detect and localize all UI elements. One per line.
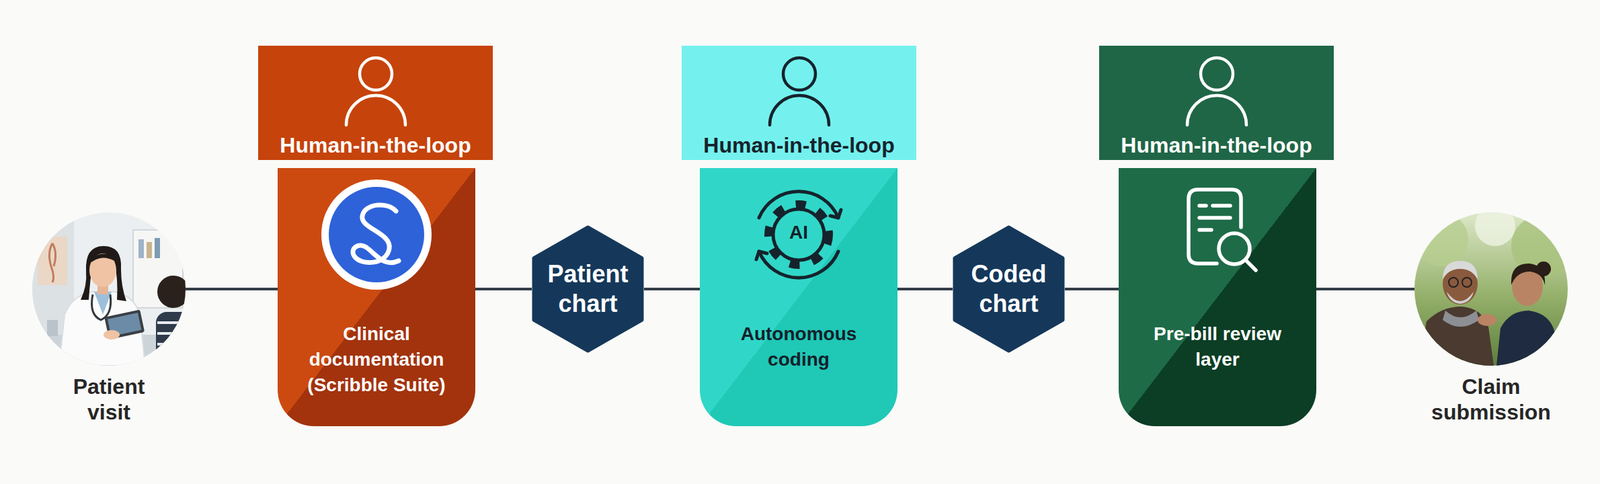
poster-figure <box>49 243 56 283</box>
icon-text: AI <box>699 219 898 246</box>
shape-part <box>32 212 186 366</box>
logo-disc <box>328 186 425 283</box>
role-label: Human-in-the-loop <box>1099 132 1334 158</box>
photo-circle: Patient visit <box>32 212 186 425</box>
artifact-hexagon: Coded chart <box>952 225 1065 353</box>
logo-letter <box>352 205 399 263</box>
patient-head <box>157 275 186 308</box>
process-label: Clinical documentation (Scribble Suite) <box>293 321 460 398</box>
label-holder: AI <box>699 219 898 246</box>
man-glasses <box>1448 277 1459 288</box>
patient-visit-photo <box>32 212 186 366</box>
cycle-arrow <box>756 251 768 260</box>
document-line <box>1199 215 1231 220</box>
artifact-hexagon: Patient chart <box>531 225 645 353</box>
man-glasses <box>1462 277 1472 288</box>
process-column: Pre-bill review layer <box>1118 168 1317 427</box>
scribble-logo <box>319 177 434 292</box>
hexagon-fill <box>533 227 643 351</box>
hexagon-shape <box>952 225 1065 353</box>
doctor-hand <box>103 330 120 340</box>
magnifier-handle <box>1245 260 1256 271</box>
cycle-arrow <box>830 209 842 218</box>
role-label: Human-in-the-loop <box>681 132 917 158</box>
person-shoulders <box>1187 95 1247 126</box>
role-header: Human-in-the-loop <box>258 45 493 160</box>
document-outline <box>1188 189 1242 264</box>
shirt-stripe <box>157 321 186 325</box>
flow-connector <box>644 287 700 291</box>
endpoint-label: Patient visit <box>43 373 175 425</box>
person-shoulders <box>769 95 829 126</box>
flow-connector <box>897 287 953 291</box>
person-head <box>1200 57 1233 91</box>
stethoscope <box>92 294 111 320</box>
person-icon <box>1176 53 1258 130</box>
claim-submission-photo <box>1414 212 1568 366</box>
endpoint-label: Claim submission <box>1425 373 1557 425</box>
person-icon <box>758 53 840 130</box>
doctor-fringe <box>91 253 115 263</box>
sky-blur <box>1474 212 1516 247</box>
hexagon-fill <box>954 227 1063 351</box>
man-scarf <box>1442 310 1479 327</box>
process-column: Clinical documentation (Scribble Suite) <box>277 168 476 427</box>
doctor-hair <box>80 246 127 302</box>
man-hair <box>1442 260 1478 280</box>
tree-blur <box>1414 212 1469 267</box>
woman-scrubs <box>1496 310 1559 366</box>
shelf-book <box>146 242 152 259</box>
role-label: Human-in-the-loop <box>258 132 493 158</box>
artifact-label: Coded chart <box>958 259 1060 319</box>
woman-bun <box>1536 261 1551 277</box>
process-column: Autonomous coding AI <box>699 168 898 427</box>
person-shoulders <box>346 95 406 126</box>
document-line <box>1199 203 1207 208</box>
flow-connector <box>1316 287 1415 291</box>
woman-hand <box>1477 313 1497 327</box>
document-line <box>1212 203 1231 208</box>
patient-shirt <box>155 311 186 366</box>
flow-connector <box>1064 287 1119 291</box>
desk-cup <box>47 320 58 337</box>
flow-connector <box>475 287 532 291</box>
artifact-label: Patient chart <box>537 259 639 319</box>
shape-part <box>1414 212 1568 366</box>
process-label: Pre-bill review layer <box>1134 321 1301 373</box>
document-line <box>1199 227 1212 232</box>
logo-ring <box>321 179 432 290</box>
person-icon <box>335 53 417 130</box>
hexagon-shape <box>531 225 645 353</box>
shelf-book <box>138 239 144 259</box>
person-head <box>783 57 816 91</box>
doctor-face <box>89 253 117 288</box>
shirt-stripe <box>157 342 186 346</box>
shirt-stripe <box>157 332 186 335</box>
process-label: Autonomous coding <box>715 321 882 373</box>
role-header: Human-in-the-loop <box>1099 45 1334 160</box>
shelf-book <box>154 237 160 259</box>
review-icon <box>1160 177 1275 292</box>
man-beard <box>1446 291 1474 304</box>
role-header: Human-in-the-loop <box>681 45 917 160</box>
doctor-coat <box>59 291 146 366</box>
flow-connector <box>185 287 278 291</box>
person-head <box>359 57 392 91</box>
photo-circle: Claim submission <box>1414 212 1568 425</box>
wall-poster <box>37 236 68 286</box>
